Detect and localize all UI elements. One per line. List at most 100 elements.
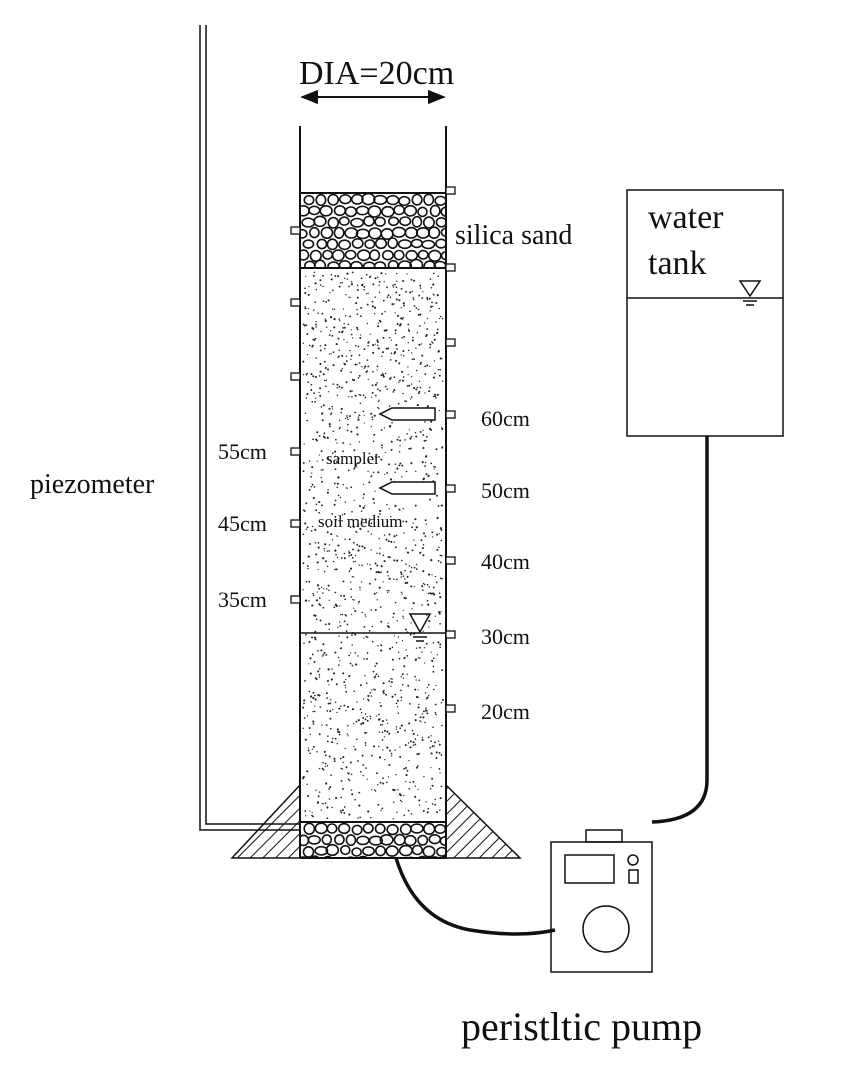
soil-grain — [356, 760, 359, 762]
soil-grain — [349, 567, 353, 570]
soil-grain — [433, 688, 435, 691]
soil-grain — [356, 328, 359, 331]
soil-grain — [395, 291, 398, 294]
soil-grain — [401, 673, 404, 676]
soil-grain — [355, 530, 357, 533]
soil-grain — [397, 402, 400, 405]
soil-grain — [426, 686, 428, 689]
soil-grain — [388, 463, 391, 466]
soil-grain — [341, 809, 344, 812]
soil-grain — [392, 818, 394, 820]
soil-grain — [419, 430, 422, 433]
soil-grain — [371, 305, 374, 308]
soil-grain — [311, 400, 313, 403]
soil-grain — [322, 274, 324, 277]
soil-grain — [414, 675, 416, 678]
gravel-particle — [411, 193, 423, 206]
soil-grain — [440, 554, 443, 557]
soil-grain — [381, 355, 383, 357]
soil-grain — [429, 498, 431, 501]
soil-grain — [439, 643, 442, 646]
soil-grain — [382, 581, 384, 583]
soil-grain — [374, 609, 377, 611]
soil-grain — [374, 665, 377, 667]
soil-grain — [367, 341, 370, 344]
soil-grain — [304, 412, 307, 414]
soil-grain — [336, 711, 338, 714]
soil-grain — [319, 370, 322, 373]
soil-grain — [386, 504, 388, 506]
soil-grain — [435, 684, 437, 687]
soil-grain — [373, 313, 376, 315]
soil-grain — [407, 349, 410, 352]
soil-grain — [391, 695, 394, 698]
gravel-particle — [326, 823, 338, 834]
soil-grain — [327, 679, 329, 682]
soil-grain — [304, 307, 307, 310]
soil-grain — [329, 727, 332, 730]
gravel-particle — [440, 251, 445, 261]
soil-grain — [314, 375, 317, 379]
soil-grain — [430, 651, 432, 653]
soil-grain — [438, 743, 441, 746]
soil-grain — [365, 518, 367, 521]
soil-grain — [362, 493, 365, 496]
soil-grain — [319, 394, 322, 397]
soil-grain — [382, 777, 384, 780]
soil-grain — [343, 323, 345, 325]
soil-grain — [322, 300, 325, 302]
soil-grain — [401, 559, 403, 562]
soil-grain — [374, 688, 376, 691]
soil-grain — [303, 642, 305, 645]
soil-grain — [347, 418, 349, 420]
soil-grain — [400, 571, 402, 574]
soil-grain — [340, 386, 343, 389]
soil-grain — [343, 806, 346, 808]
soil-grain — [311, 483, 314, 486]
soil-grain — [313, 271, 316, 274]
soil-grain — [319, 345, 322, 347]
gravel-particle — [327, 193, 340, 206]
soil-grain — [396, 348, 398, 350]
soil-grain — [389, 296, 392, 299]
soil-grain — [356, 308, 358, 311]
soil-grain — [422, 810, 425, 812]
soil-grain — [383, 534, 386, 536]
gravel-particle — [344, 206, 358, 218]
soil-grain — [370, 609, 372, 611]
gravel-particle — [356, 249, 371, 262]
soil-grain — [370, 549, 372, 551]
soil-grain — [389, 336, 391, 339]
soil-grain — [414, 743, 417, 746]
soil-grain — [305, 275, 307, 278]
soil-grain — [396, 620, 398, 622]
soil-grain — [408, 429, 411, 431]
soil-grain — [429, 746, 432, 749]
soil-grain — [379, 509, 382, 513]
gravel-particle — [350, 260, 363, 268]
soil-grain — [411, 608, 413, 610]
soil-grain — [331, 335, 334, 337]
gravel-particle — [423, 260, 437, 268]
soil-grain — [402, 617, 405, 619]
tank-to-pump-tube — [651, 436, 709, 824]
soil-grain — [336, 482, 339, 485]
soil-grain — [427, 603, 430, 606]
gravel-particle — [368, 835, 384, 846]
soil-grain — [358, 504, 362, 508]
soil-grain — [322, 468, 324, 471]
soil-grain — [434, 703, 437, 706]
soil-grain — [412, 297, 415, 299]
soil-grain — [405, 547, 407, 549]
soil-grain — [389, 377, 392, 380]
soil-grain — [382, 372, 384, 374]
soil-grain — [405, 649, 407, 651]
soil-grain — [374, 578, 377, 581]
soil-grain — [333, 482, 336, 485]
soil-grain — [427, 683, 430, 686]
soil-grain — [332, 672, 336, 675]
soil-grain — [374, 394, 377, 397]
soil-grain — [364, 396, 367, 399]
soil-grain — [373, 414, 376, 417]
soil-grain — [345, 766, 348, 769]
